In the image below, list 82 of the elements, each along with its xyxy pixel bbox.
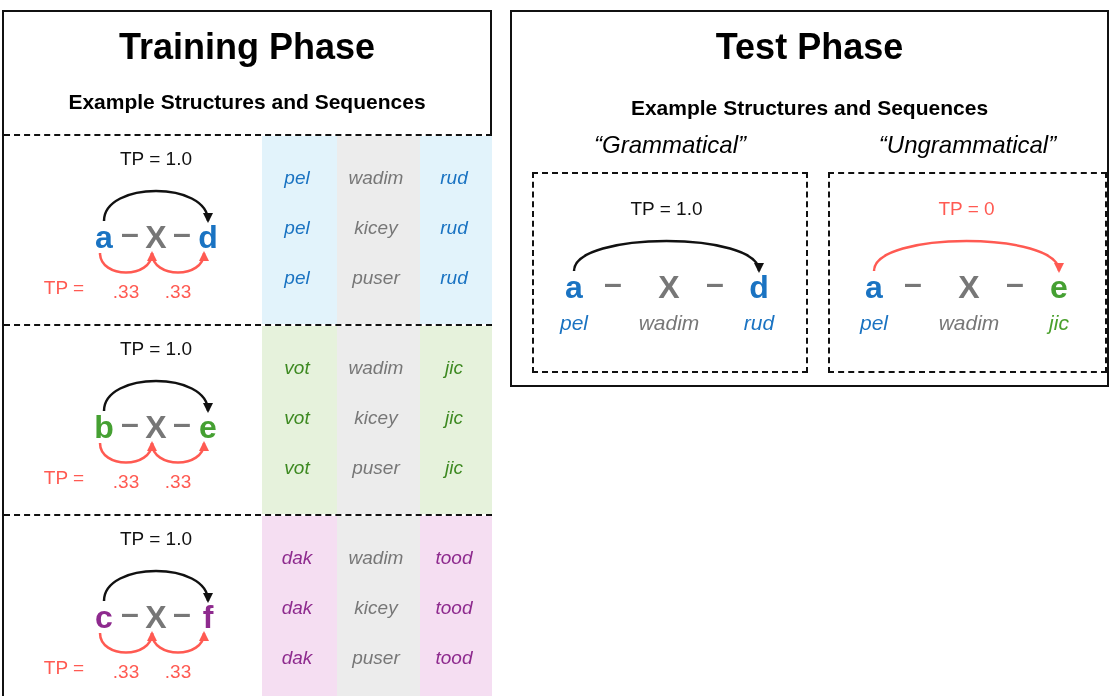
- sequence-word: puser: [352, 457, 400, 479]
- section-band: [4, 324, 492, 514]
- sequence-word: tood: [435, 647, 473, 669]
- panel-subtitle: Example Structures and Sequences: [67, 90, 427, 114]
- arrow: [102, 569, 212, 603]
- tp-label: TP =: [43, 277, 85, 299]
- dash-text: –: [904, 265, 922, 301]
- sequence-word: kicey: [354, 407, 398, 429]
- sequence-word: wadim: [348, 547, 404, 569]
- panel-title: Training Phase: [117, 26, 377, 68]
- word-label: pel: [860, 311, 888, 335]
- sequence-word: jic: [445, 407, 463, 429]
- section-band: [4, 514, 492, 696]
- sequence-word: kicey: [354, 597, 398, 619]
- sequence-word: dak: [281, 547, 313, 569]
- sequence-word: rud: [440, 167, 468, 189]
- tp-label: TP =: [43, 657, 85, 679]
- sequence-word: pel: [284, 167, 310, 189]
- symbol-label: a: [864, 269, 884, 305]
- dash-text: –: [121, 595, 139, 631]
- word-label: pel: [560, 311, 588, 335]
- sequence-word: vot: [284, 407, 310, 429]
- word-label: wadim: [638, 311, 700, 335]
- tp-label: TP =: [43, 467, 85, 489]
- word-label: wadim: [938, 311, 1000, 335]
- group-heading: “Ungrammatical”: [877, 131, 1058, 159]
- symbol-label: c: [88, 599, 120, 635]
- arrow: [102, 189, 212, 223]
- sequence-word: dak: [281, 597, 313, 619]
- sequence-word: puser: [352, 267, 400, 289]
- dash-text: –: [173, 405, 191, 441]
- symbol-label: b: [88, 409, 120, 445]
- arrow: [150, 251, 208, 274]
- sequence-word: rud: [440, 267, 468, 289]
- sequence-word: puser: [352, 647, 400, 669]
- panel: [510, 10, 1109, 387]
- sequence-word: vot: [284, 457, 310, 479]
- dash-text: –: [1006, 265, 1024, 301]
- group-heading: “Grammatical”: [593, 131, 748, 159]
- symbol-label: d: [192, 219, 224, 255]
- panel: [2, 10, 492, 696]
- symbol-label: X: [957, 269, 981, 305]
- symbol-label: a: [88, 219, 120, 255]
- dash-text: –: [604, 265, 622, 301]
- word-label: rud: [743, 311, 775, 335]
- sequence-word: pel: [284, 267, 310, 289]
- dash-text: –: [173, 215, 191, 251]
- arrow: [98, 631, 156, 654]
- symbol-label: e: [1049, 269, 1069, 305]
- arrow: [98, 251, 156, 274]
- arrow: [102, 379, 212, 413]
- sequence-word: wadim: [348, 357, 404, 379]
- panel-subtitle: Example Structures and Sequences: [629, 96, 990, 120]
- sequence-word: dak: [281, 647, 313, 669]
- arrow: [872, 239, 1061, 273]
- sequence-word: pel: [284, 217, 310, 239]
- sequence-word: jic: [445, 357, 463, 379]
- sequence-word: vot: [284, 357, 310, 379]
- sequence-word: rud: [440, 217, 468, 239]
- symbol-label: X: [140, 219, 172, 255]
- symbol-label: d: [748, 269, 770, 305]
- symbol-label: X: [140, 599, 172, 635]
- sequence-word: wadim: [348, 167, 404, 189]
- arrow: [150, 441, 208, 464]
- panel-title: Test Phase: [714, 26, 905, 68]
- symbol-label: e: [192, 409, 224, 445]
- arrow: [150, 631, 208, 654]
- dash-text: –: [121, 405, 139, 441]
- dash-text: –: [173, 595, 191, 631]
- symbol-label: X: [140, 409, 172, 445]
- sequence-word: jic: [445, 457, 463, 479]
- dash-text: –: [706, 265, 724, 301]
- dash-text: –: [121, 215, 139, 251]
- arrow: [98, 441, 156, 464]
- sequence-word: tood: [435, 597, 473, 619]
- arrow: [572, 239, 761, 273]
- sequence-word: tood: [435, 547, 473, 569]
- symbol-label: f: [192, 599, 224, 635]
- symbol-label: a: [564, 269, 584, 305]
- symbol-label: X: [657, 269, 681, 305]
- sequence-word: kicey: [354, 217, 398, 239]
- section-band: [4, 134, 492, 324]
